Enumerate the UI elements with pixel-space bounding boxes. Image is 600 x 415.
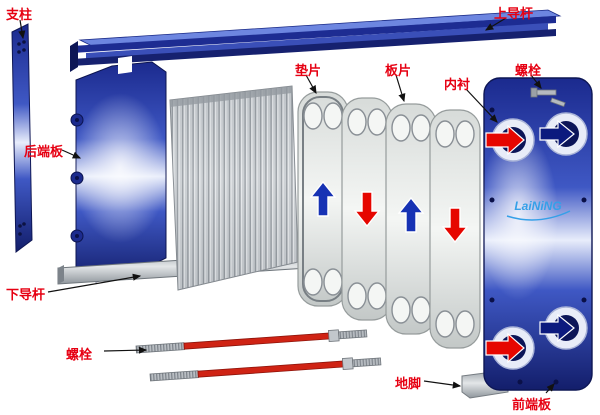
gasket-plate-3 <box>385 103 437 335</box>
tie-bolt-2 <box>149 357 382 382</box>
inlet-red-arrow-top <box>485 124 525 156</box>
inlet-blue-arrow-bottom <box>539 313 575 343</box>
label-gasket: 垫片 <box>295 63 322 78</box>
label-front-end-plate: 前端板 <box>512 397 552 412</box>
leader-lines <box>18 17 555 394</box>
tie-bolt-1 <box>135 329 368 354</box>
label-rear-end-plate: 后端板 <box>24 144 64 159</box>
support-column-part <box>11 23 33 253</box>
top-bolt <box>530 87 566 108</box>
rear-end-plate-part <box>70 56 168 283</box>
label-plate: 板片 <box>385 63 412 78</box>
flow-up-arrow-2 <box>397 196 425 233</box>
plate-stack-part <box>169 85 299 291</box>
label-upper-guide-rod: 上导杆 <box>494 6 534 21</box>
label-foot: 地脚 <box>395 376 422 391</box>
label-bolt-top: 螺栓 <box>515 63 542 78</box>
label-lower-guide-rod: 下导杆 <box>6 287 46 302</box>
gasket-plate-4 <box>429 109 481 349</box>
gasket-plate-1 <box>297 91 349 307</box>
brand-logo-text: LaiNiNG <box>514 199 561 213</box>
front-end-plate-part: LaiNiNG <box>478 77 593 391</box>
brand-logo: LaiNiNG <box>506 199 571 221</box>
flow-up-arrow-1 <box>309 180 337 217</box>
label-bolt-bottom: 螺栓 <box>66 347 93 362</box>
outlet-red-arrow-bottom <box>485 332 525 364</box>
label-support-column: 支柱 <box>6 7 33 22</box>
upper-guide-rod-part <box>70 9 562 72</box>
label-liner: 内衬 <box>444 77 471 92</box>
flow-down-arrow-1 <box>353 191 381 228</box>
outlet-blue-arrow-top <box>539 119 575 149</box>
flow-down-arrow-2 <box>441 207 469 244</box>
gasket-plate-2 <box>341 97 393 321</box>
